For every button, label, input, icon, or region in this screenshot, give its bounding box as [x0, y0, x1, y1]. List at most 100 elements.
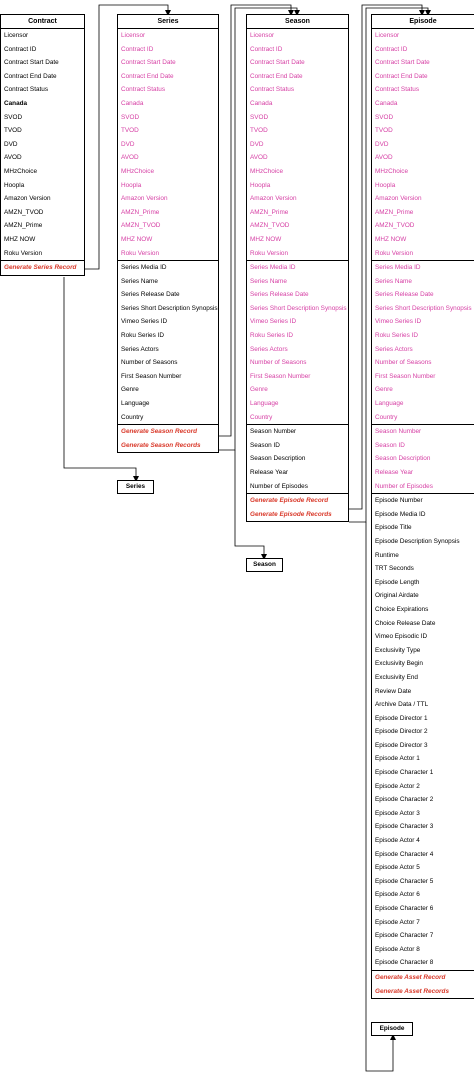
contract-platform: Amazon Version — [4, 195, 51, 203]
episode-inherited-field: Series Media ID — [375, 264, 421, 272]
episode-inherited-field: MHzChoice — [375, 167, 409, 175]
series-field: Series Name — [121, 277, 158, 285]
episode-field: Episode Director 3 — [375, 741, 428, 749]
season-inherited-field: Contract Status — [250, 86, 295, 94]
episode-node[interactable]: Episode — [371, 1022, 413, 1036]
series-field: Vimeo Series ID — [121, 318, 168, 326]
series-inherited-field: AMZN_TVOD — [121, 222, 161, 230]
episode-inherited-field: Season Number — [375, 428, 422, 436]
contract-actions-section: Generate Series Record — [1, 261, 84, 275]
episode-field: Episode Character 6 — [375, 905, 434, 912]
season-fields-section: Season Number Season ID Season Descripti… — [247, 425, 348, 495]
episode-field: Episode Length — [375, 578, 420, 586]
episode-inherited-contract-section: Licensor Contract ID Contract Start Date… — [372, 29, 474, 262]
episode-inherited-field: First Season Number — [375, 372, 436, 380]
series-field: Language — [121, 400, 150, 408]
episode-inherited-field: Season ID — [375, 441, 405, 449]
series-inherited-field: AVOD — [121, 154, 139, 162]
episode-inherited-field: Series Release Date — [375, 291, 434, 299]
contract-platform: SVOD — [4, 113, 23, 121]
episode-inherited-field: Roku Version — [375, 249, 414, 257]
season-inherited-field: Country — [250, 413, 273, 421]
episode-inherited-field: Contract End Date — [375, 72, 428, 80]
season-inherited-field: Licensor — [250, 32, 275, 39]
season-inherited-field: Roku Series ID — [250, 332, 293, 340]
season-field: Season Description — [250, 455, 306, 463]
episode-field: Episode Character 5 — [375, 877, 434, 885]
series-field: Number of Seasons — [121, 359, 178, 367]
series-inherited-field: Contract Start Date — [121, 59, 176, 67]
series-field: Series Media ID — [121, 264, 167, 272]
episode-inherited-field: AVOD — [375, 154, 393, 162]
season-field: Season ID — [250, 441, 280, 449]
episode-inherited-field: Amazon Version — [375, 195, 422, 203]
episode-field: Episode Character 7 — [375, 932, 434, 940]
contract-field: Contract Status — [4, 86, 49, 94]
generate-asset-record-action[interactable]: Generate Asset Record — [375, 973, 446, 981]
episode-field: Vimeo Episodic ID — [375, 633, 428, 641]
episode-field: Episode Title — [375, 524, 412, 532]
series-inherited-field: MHZ NOW — [121, 235, 153, 243]
episode-inherited-field: Series Actors — [375, 345, 413, 353]
contract-platform: Roku Version — [4, 249, 43, 257]
generate-season-records-action[interactable]: Generate Season Records — [121, 441, 201, 449]
contract-fields-section: Licensor Contract ID Contract Start Date… — [1, 29, 84, 262]
contract-platform: DVD — [4, 140, 18, 148]
episode-inherited-field: Number of Seasons — [375, 359, 432, 367]
episode-inherited-field: Licensor — [375, 32, 400, 39]
connector-contract-to-series — [85, 4, 171, 270]
series-inherited-field: Licensor — [121, 32, 146, 39]
episode-field: Original Airdate — [375, 592, 419, 600]
episode-field: Exclusivity Begin — [375, 660, 423, 668]
generate-episode-records-action[interactable]: Generate Episode Records — [250, 510, 332, 518]
generate-season-record-action[interactable]: Generate Season Record — [121, 428, 198, 436]
season-inherited-contract-section: Licensor Contract ID Contract Start Date… — [247, 29, 348, 262]
contract-platform: MHzChoice — [4, 167, 38, 175]
episode-inherited-field: Canada — [375, 99, 398, 107]
episode-inherited-series-section: Series Media ID Series Name Series Relea… — [372, 261, 474, 426]
series-inherited-field: Roku Version — [121, 249, 160, 257]
episode-field: TRT Seconds — [375, 565, 414, 573]
series-node[interactable]: Series — [117, 480, 154, 494]
episode-field: Episode Director 2 — [375, 728, 428, 736]
season-node[interactable]: Season — [246, 558, 283, 572]
episode-inherited-field: AMZN_Prime — [375, 208, 414, 216]
episode-fields-section: Episode Number Episode Media ID Episode … — [372, 494, 474, 971]
series-field: Genre — [121, 386, 139, 394]
season-inherited-field: Contract ID — [250, 45, 283, 53]
episode-inherited-field: TVOD — [375, 127, 393, 135]
season-inherited-field: MHzChoice — [250, 167, 284, 175]
episode-field: Review Date — [375, 687, 412, 695]
season-inherited-field: Hoopla — [250, 181, 271, 189]
episode-inherited-field: Vimeo Series ID — [375, 318, 422, 326]
episode-field: Choice Expirations — [375, 605, 429, 613]
season-inherited-field: SVOD — [250, 113, 269, 121]
episode-field: Choice Release Date — [375, 619, 436, 627]
season-entity: Season Licensor Contract ID Contract Sta… — [246, 14, 349, 523]
episode-field: Episode Description Synopsis — [375, 537, 460, 545]
episode-field: Runtime — [375, 551, 399, 559]
generate-series-record-action[interactable]: Generate Series Record — [4, 264, 77, 272]
episode-title: Episode — [372, 15, 474, 29]
contract-field: Contract End Date — [4, 72, 57, 80]
episode-field: Episode Number — [375, 497, 423, 505]
season-field: Season Number — [250, 428, 297, 436]
episode-entity: Episode Licensor Contract ID Contract St… — [371, 14, 474, 1000]
season-inherited-field: Genre — [250, 386, 268, 394]
episode-field: Episode Actor 6 — [375, 891, 420, 899]
series-inherited-field: MHzChoice — [121, 167, 155, 175]
series-inherited-field: DVD — [121, 140, 135, 148]
generate-asset-records-action[interactable]: Generate Asset Records — [375, 987, 449, 995]
season-field: Number of Episodes — [250, 482, 308, 490]
series-field: Country — [121, 413, 144, 421]
season-inherited-field: First Season Number — [250, 372, 311, 380]
season-inherited-field: MHZ NOW — [250, 235, 282, 243]
series-field: Series Short Description Synopsis — [121, 304, 218, 312]
season-inherited-field: Contract End Date — [250, 72, 303, 80]
season-inherited-field: DVD — [250, 140, 264, 148]
series-field: Series Release Date — [121, 291, 180, 299]
series-inherited-field: Contract Status — [121, 86, 166, 94]
episode-inherited-field: Country — [375, 413, 398, 421]
series-inherited-field: AMZN_Prime — [121, 208, 160, 216]
generate-episode-record-action[interactable]: Generate Episode Record — [250, 497, 329, 505]
